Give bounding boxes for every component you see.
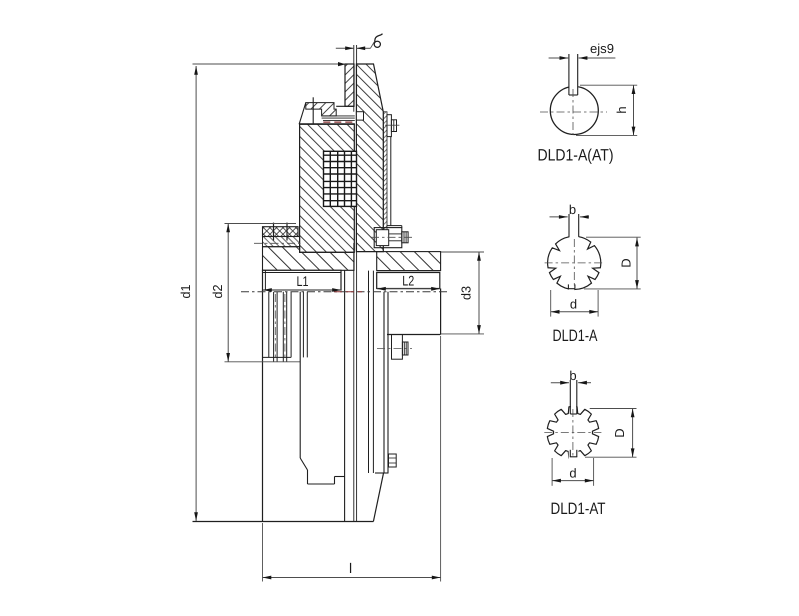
svg-text:DLD1-A: DLD1-A (553, 327, 598, 345)
svg-text:L2: L2 (402, 273, 414, 289)
svg-text:DLD1-AT: DLD1-AT (551, 500, 606, 518)
svg-text:b: b (569, 368, 576, 383)
svg-text:d1: d1 (178, 285, 193, 299)
svg-text:DLD1-A(AT): DLD1-A(AT) (538, 147, 614, 165)
svg-text:l: l (349, 560, 352, 576)
svg-text:h: h (614, 106, 629, 113)
svg-text:d3: d3 (459, 286, 474, 300)
svg-text:b: b (569, 202, 576, 217)
svg-text:ejs9: ejs9 (590, 41, 614, 56)
svg-text:D: D (619, 258, 634, 267)
svg-text:d: d (569, 466, 576, 481)
svg-text:L1: L1 (297, 273, 309, 289)
svg-text:D: D (612, 428, 627, 437)
svg-text:d: d (570, 297, 577, 312)
svg-text:d2: d2 (210, 285, 225, 299)
